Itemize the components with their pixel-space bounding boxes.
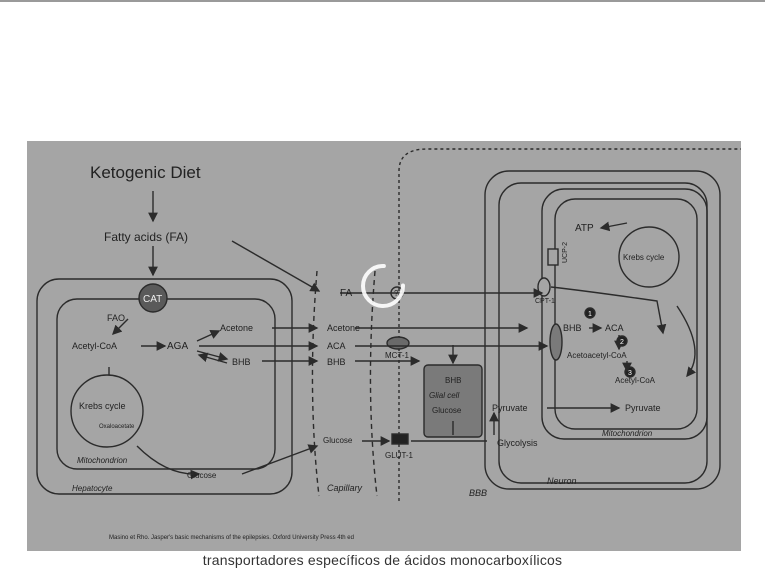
glut1-label: GLUT-1 (385, 451, 414, 460)
bbb-boundary (398, 148, 741, 501)
fatty-acids-label: Fatty acids (FA) (104, 230, 188, 244)
aca-capillary: ACA (327, 341, 346, 351)
capillary-label: Capillary (327, 483, 363, 493)
loading-spinner-icon (361, 264, 405, 308)
pyruvate-left: Pyruvate (492, 403, 528, 413)
hepatocyte-outline (36, 278, 293, 495)
top-border (0, 0, 765, 2)
step-3: 3 (628, 370, 632, 377)
ucp2-box (547, 248, 559, 266)
acetyl-coa-right: Acetyl-CoA (615, 376, 656, 385)
mct1-transporter (386, 336, 410, 350)
pyruvate-right: Pyruvate (625, 403, 661, 413)
glut1-transporter (391, 433, 409, 445)
glial-glucose: Glucose (432, 406, 462, 415)
bhb-capillary: BHB (327, 357, 346, 367)
neuron-label: Neuron (547, 476, 577, 486)
bhb-right: BHB (563, 323, 582, 333)
acetone-left: Acetone (220, 323, 253, 333)
aga-left: AGA (167, 341, 188, 352)
neuron-mito-outer (541, 188, 708, 440)
step-2: 2 (620, 339, 624, 346)
glucose-left: Glucose (187, 471, 217, 480)
neuron-outline (484, 170, 721, 490)
glycolysis-label: Glycolysis (497, 438, 538, 448)
fao-label: FAO (107, 313, 125, 323)
cpt1-label: CPT-1 (535, 298, 555, 305)
krebs-cycle-right-label: Krebs cycle (623, 253, 665, 262)
glial-cell-box (423, 364, 483, 438)
bbb-label: BBB (469, 488, 487, 498)
cat-label: CAT (143, 294, 162, 305)
capillary-wall-left (311, 270, 320, 497)
oxaloacetate-label: Oxaloacetate (99, 424, 135, 430)
aca-right: ACA (605, 323, 624, 333)
neuron-mito-inner (554, 198, 698, 430)
diagram-svg: Ketogenic Diet Fatty acids (FA) CAT FAO … (36, 148, 741, 541)
krebs-cycle-right (618, 226, 680, 288)
reference-text: Masino et Rho. Jasper's basic mechanisms… (109, 535, 354, 541)
capillary-wall-right (369, 270, 378, 497)
glial-bhb: BHB (445, 376, 461, 385)
mct1-label: MCT-1 (385, 351, 410, 360)
diagram-title: Ketogenic Diet (90, 163, 201, 182)
krebs-cycle-left-label: Krebs cycle (79, 401, 126, 411)
mito-left-label: Mitochondrion (77, 456, 128, 465)
acetyl-coa-left: Acetyl-CoA (72, 341, 117, 351)
bhb-left: BHB (232, 357, 251, 367)
cat-transporter (138, 283, 168, 313)
atp-label: ATP (575, 223, 594, 234)
ucp2-label: UCP-2 (562, 242, 569, 263)
acetoacetyl-label: Acetoacetyl-CoA (567, 351, 627, 360)
mito-right-label: Mitochondrion (602, 429, 653, 438)
step-1: 1 (588, 311, 592, 318)
ketogenic-diagram: Ketogenic Diet Fatty acids (FA) CAT FAO … (27, 141, 741, 551)
question-label: ? (394, 289, 399, 298)
slide-caption: transportadores específicos de ácidos mo… (202, 552, 563, 568)
fa-capillary: FA (340, 288, 353, 299)
glial-cell-label: Glial cell (429, 391, 459, 400)
acetone-capillary: Acetone (327, 323, 360, 333)
glucose-capillary: Glucose (323, 436, 353, 445)
neuron-bhb-transporter (549, 323, 563, 361)
hepatocyte-label: Hepatocyte (72, 484, 113, 493)
krebs-cycle-left (70, 374, 144, 448)
